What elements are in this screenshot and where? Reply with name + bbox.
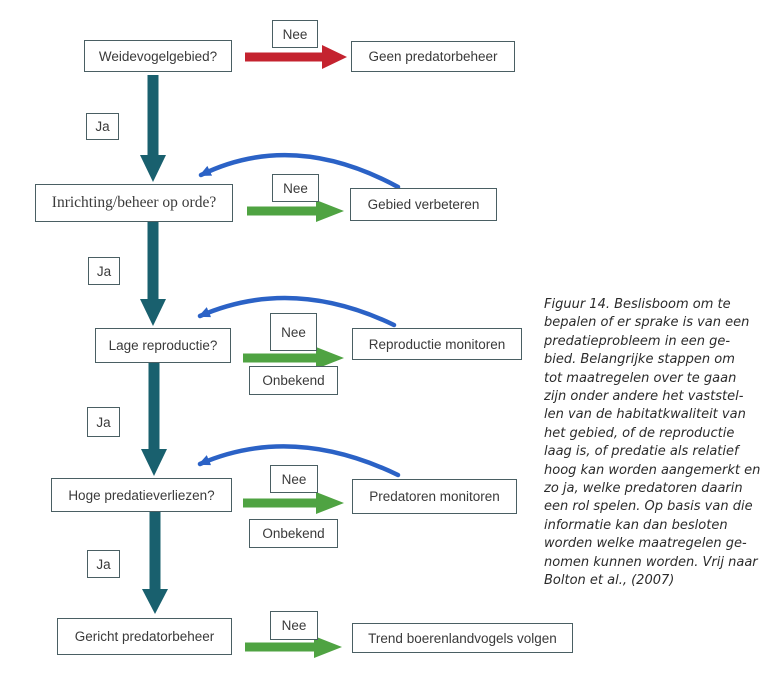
question-box-hoge-predatieverliezen: Hoge predatieverliezen?: [51, 478, 232, 512]
stop-arrow-row1: [245, 45, 347, 69]
question-box-lage-reproductie: Lage reproductie?: [95, 328, 231, 363]
nee-label-row1: Nee: [272, 20, 318, 48]
nee-label-row5: Nee: [270, 611, 318, 640]
result-box-reproductie-monitoren: Reproductie monitoren: [352, 328, 522, 360]
yes-arrow-3: [141, 363, 167, 476]
figure-caption: Figuur 14. Beslisboom om te bepalen of e…: [544, 297, 761, 589]
onbekend-label-row4: Onbekend: [249, 519, 338, 548]
onbekend-label-row3: Onbekend: [249, 366, 338, 395]
ja-label-row4: Ja: [87, 550, 120, 578]
nee-label-row3: Nee: [270, 313, 317, 351]
yes-arrow-4: [142, 512, 168, 614]
question-box-weidevogelgebied: Weidevogelgebied?: [84, 40, 232, 72]
no-arrow-row2: [247, 200, 344, 222]
ja-label-row3: Ja: [87, 407, 120, 437]
result-box-gebied-verbeteren: Gebied verbeteren: [350, 188, 497, 221]
nee-label-row2: Nee: [272, 174, 319, 202]
result-box-geen-predatorbeheer: Geen predatorbeheer: [351, 41, 515, 72]
nee-label-row4: Nee: [270, 465, 318, 493]
question-box-inrichting-beheer: Inrichting/beheer op orde?: [35, 184, 233, 222]
action-box-gericht-predatorbeheer: Gericht predatorbeheer: [57, 618, 232, 655]
ja-label-row1: Ja: [86, 113, 119, 140]
result-box-trend-boerenlandvogels: Trend boerenlandvogels volgen: [352, 623, 573, 653]
no-arrow-row4: [243, 492, 344, 514]
result-box-predatoren-monitoren: Predatoren monitoren: [352, 479, 517, 514]
yes-arrow-1: [140, 75, 166, 182]
ja-label-row2: Ja: [88, 257, 120, 285]
yes-arrow-2: [140, 222, 166, 326]
